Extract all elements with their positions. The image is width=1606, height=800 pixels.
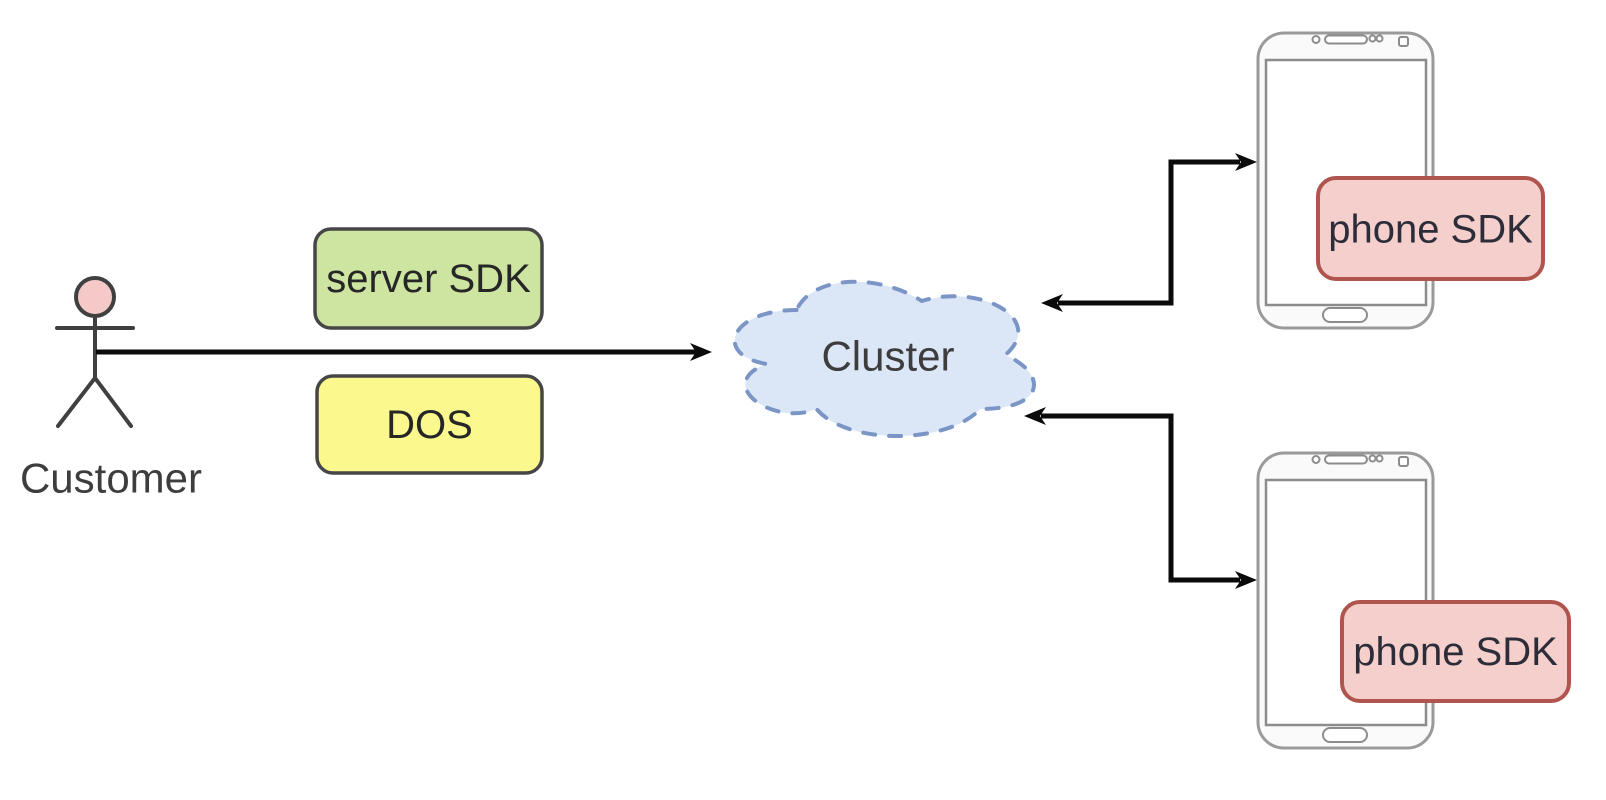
actor-head-icon — [74, 276, 116, 318]
server-sdk-label: server SDK — [326, 257, 531, 301]
phone-sdk-bottom-node: phone SDK — [1340, 600, 1571, 703]
phone-sdk-top-node: phone SDK — [1316, 176, 1545, 281]
dos-label: DOS — [386, 403, 473, 447]
arrowhead-left-icon — [1041, 294, 1063, 312]
server-sdk-node: server SDK — [313, 227, 544, 330]
phone-sdk-bottom-box — [1340, 600, 1571, 703]
actor-right-leg — [93, 376, 133, 428]
cluster-node: Cluster — [732, 279, 1036, 438]
actor-left-leg — [56, 376, 97, 428]
arrowhead-right-icon — [1235, 153, 1257, 171]
phone-sdk-top-label: phone SDK — [1328, 208, 1533, 252]
dos-box — [315, 374, 544, 475]
cluster-label: Cluster — [821, 333, 954, 380]
arrowhead-right-icon — [1235, 571, 1257, 589]
arrowhead-left-icon — [1024, 407, 1046, 425]
cloud-shape — [732, 279, 1036, 438]
server-sdk-box — [313, 227, 544, 330]
connector-cluster-to-phone-top — [1041, 153, 1257, 312]
connector-customer-to-cluster — [96, 343, 712, 361]
connector-cluster-to-phone-bottom — [1024, 407, 1257, 589]
customer-actor: Customer — [20, 276, 202, 502]
customer-label: Customer — [20, 455, 202, 502]
arrowhead-right-icon — [690, 343, 712, 361]
dos-node: DOS — [315, 374, 544, 475]
phone-sdk-top-box — [1316, 176, 1545, 281]
phone-sdk-bottom-label: phone SDK — [1353, 630, 1558, 674]
